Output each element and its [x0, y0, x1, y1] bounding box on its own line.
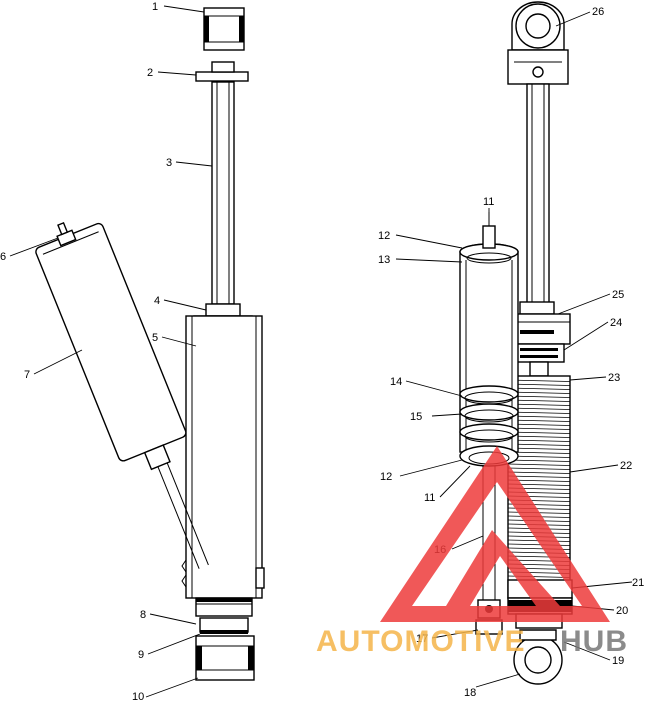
label-4: 4 — [154, 295, 160, 307]
spring-coil — [507, 463, 571, 466]
part-piston-rod — [211, 81, 235, 305]
label-18: 18 — [464, 687, 476, 699]
label-11-bottom: 11 — [424, 492, 435, 504]
leader-lines — [9, 5, 633, 698]
part-ring — [199, 617, 249, 634]
watermark-text-a: AUTOMOTIVE — [316, 625, 525, 658]
label-21: 21 — [632, 577, 644, 589]
label-11-top: 11 — [483, 196, 494, 208]
label-25: 25 — [612, 289, 624, 301]
part-reservoir — [35, 222, 209, 569]
part-valve-stack — [513, 343, 565, 377]
label-24: 24 — [610, 317, 622, 329]
spring-coil — [507, 471, 571, 474]
part-valve-stem — [56, 221, 77, 247]
label-9: 9 — [138, 649, 144, 661]
watermark: AUTOMOTIVE HUB — [316, 446, 628, 658]
label-19: 19 — [612, 655, 624, 667]
part-bottom-eye — [513, 629, 563, 685]
label-6: 6 — [0, 251, 6, 263]
label-10: 10 — [132, 691, 144, 701]
label-7: 7 — [24, 369, 30, 381]
label-8: 8 — [140, 609, 146, 621]
label-2: 2 — [147, 67, 153, 79]
label-22: 22 — [620, 460, 632, 472]
part-floating-piston — [459, 385, 519, 443]
label-5: 5 — [152, 332, 158, 344]
label-26: 26 — [592, 6, 604, 18]
label-13: 13 — [378, 254, 390, 266]
part-bottom-bushing — [195, 635, 255, 681]
left-shock-assembly — [35, 7, 265, 681]
part-top-bushing — [203, 7, 245, 51]
label-3: 3 — [166, 157, 172, 169]
spring-coil — [507, 459, 571, 462]
label-17: 17 — [416, 633, 428, 645]
part-body-cap — [195, 597, 253, 617]
label-23: 23 — [608, 372, 620, 384]
label-20: 20 — [616, 605, 628, 617]
label-14: 14 — [390, 376, 402, 388]
spring-coil — [507, 475, 571, 478]
label-12-bottom: 12 — [380, 471, 392, 483]
part-reservoir-cylinder — [459, 243, 519, 453]
watermark-logo-icon — [380, 446, 610, 622]
spring-coil — [507, 467, 571, 470]
watermark-text-b: HUB — [560, 625, 628, 658]
label-15: 15 — [410, 411, 422, 423]
label-12-top: 12 — [378, 230, 390, 242]
part-top-eye — [507, 1, 569, 85]
part-shaft — [526, 83, 550, 305]
label-1: 1 — [152, 1, 158, 13]
